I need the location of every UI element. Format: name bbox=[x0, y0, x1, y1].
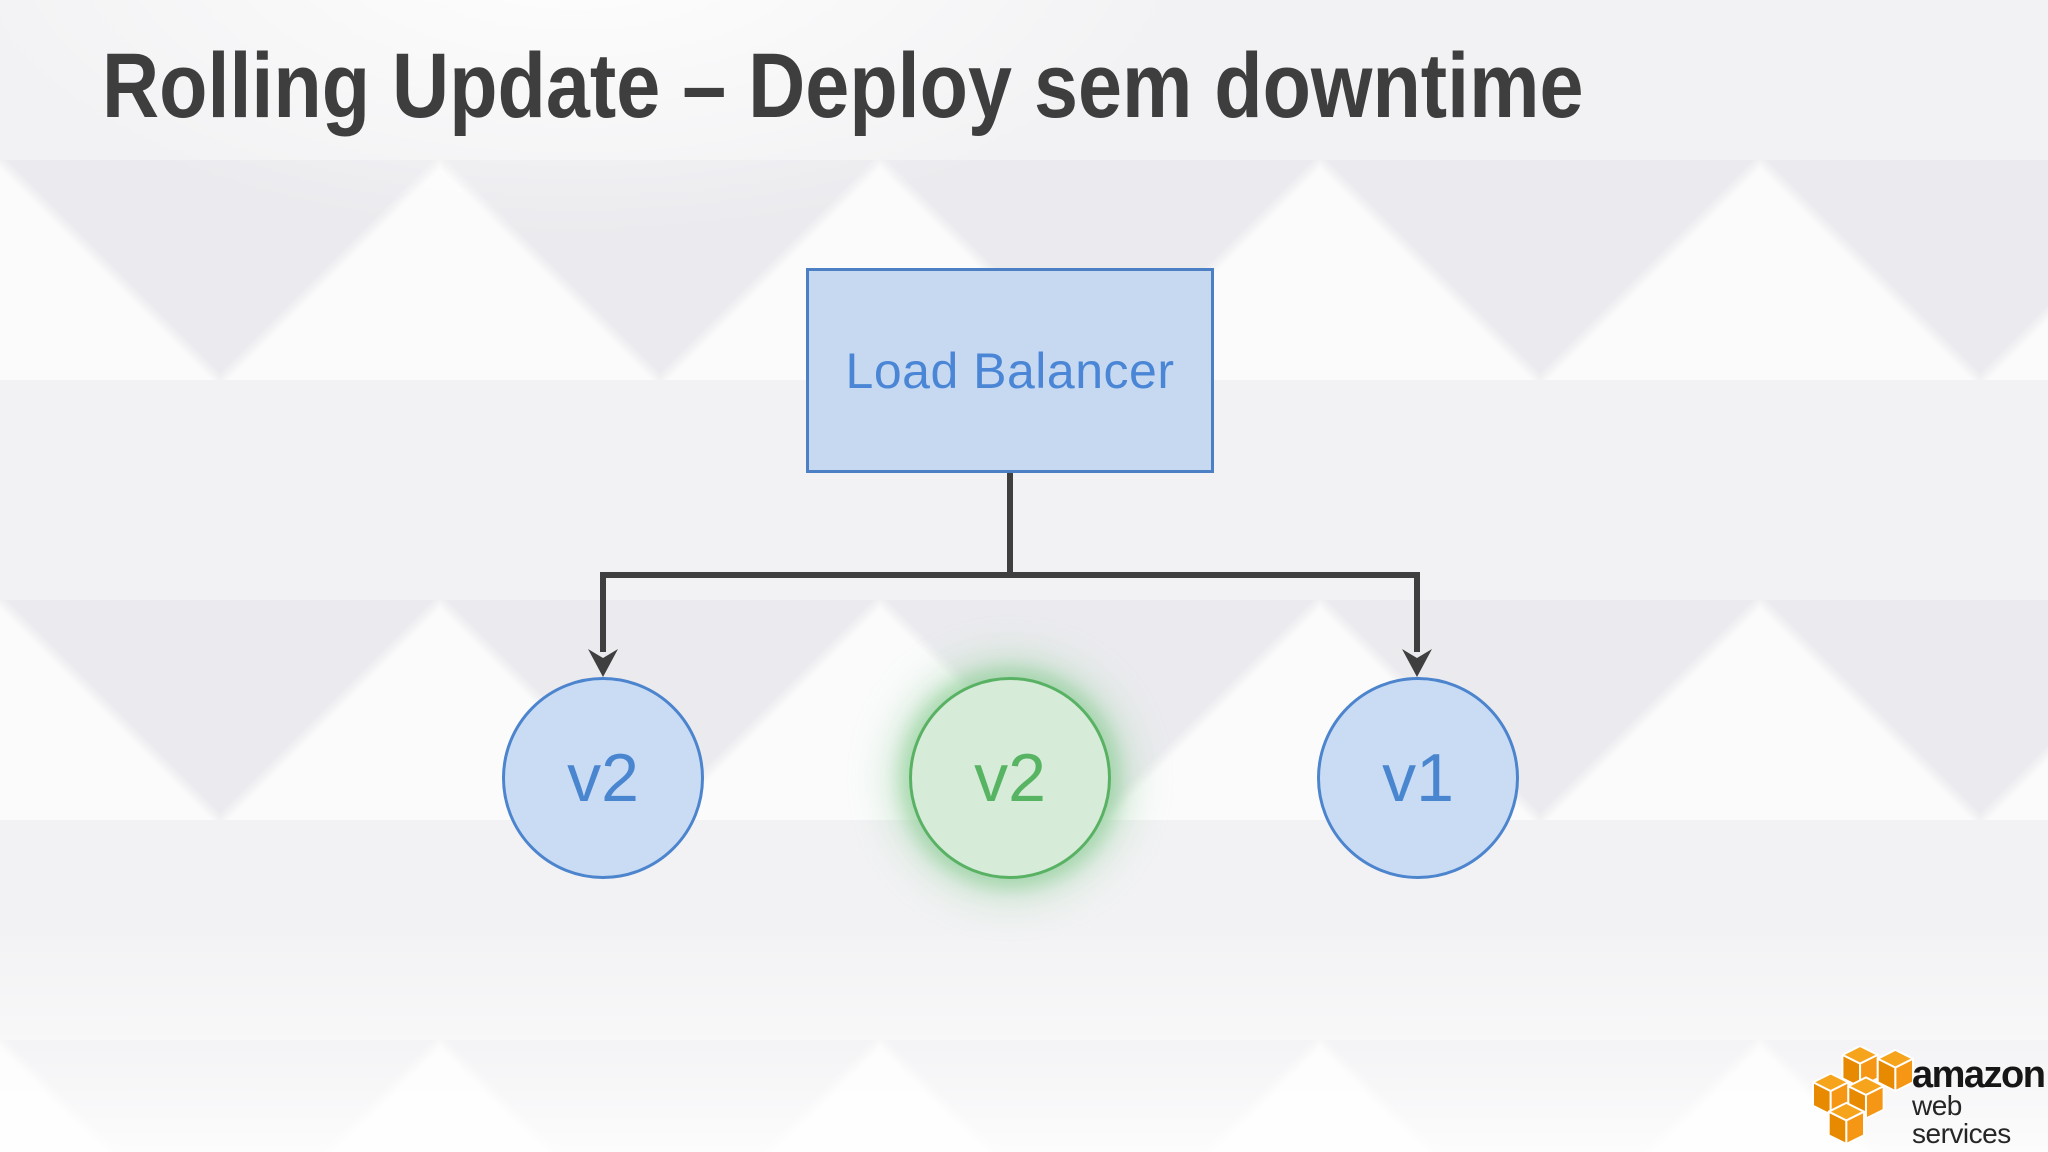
arrowhead-right-icon bbox=[1402, 649, 1432, 677]
instance-node-right-v1: v1 bbox=[1317, 677, 1519, 879]
instance-node-middle-v2-updating: v2 bbox=[909, 677, 1111, 879]
aws-logo-text: amazon web services bbox=[1912, 1054, 2046, 1149]
aws-logo-amazon-text: amazon bbox=[1912, 1054, 2046, 1096]
arrowhead-left-icon bbox=[588, 649, 618, 677]
instance-node-left-v2: v2 bbox=[502, 677, 704, 879]
load-balancer-node: Load Balancer bbox=[806, 268, 1214, 473]
aws-logo: amazon web services bbox=[1812, 1046, 2046, 1148]
aws-logo-webservices-text: web services bbox=[1912, 1090, 2011, 1149]
bus-line bbox=[600, 572, 1420, 652]
instance-label: v2 bbox=[974, 740, 1046, 816]
instance-label: v2 bbox=[567, 740, 639, 816]
aws-cubes-icon bbox=[1812, 1046, 1915, 1146]
instance-label: v1 bbox=[1382, 740, 1454, 816]
slide-title: Rolling Update – Deploy sem downtime bbox=[102, 35, 1584, 137]
load-balancer-label: Load Balancer bbox=[845, 342, 1175, 399]
